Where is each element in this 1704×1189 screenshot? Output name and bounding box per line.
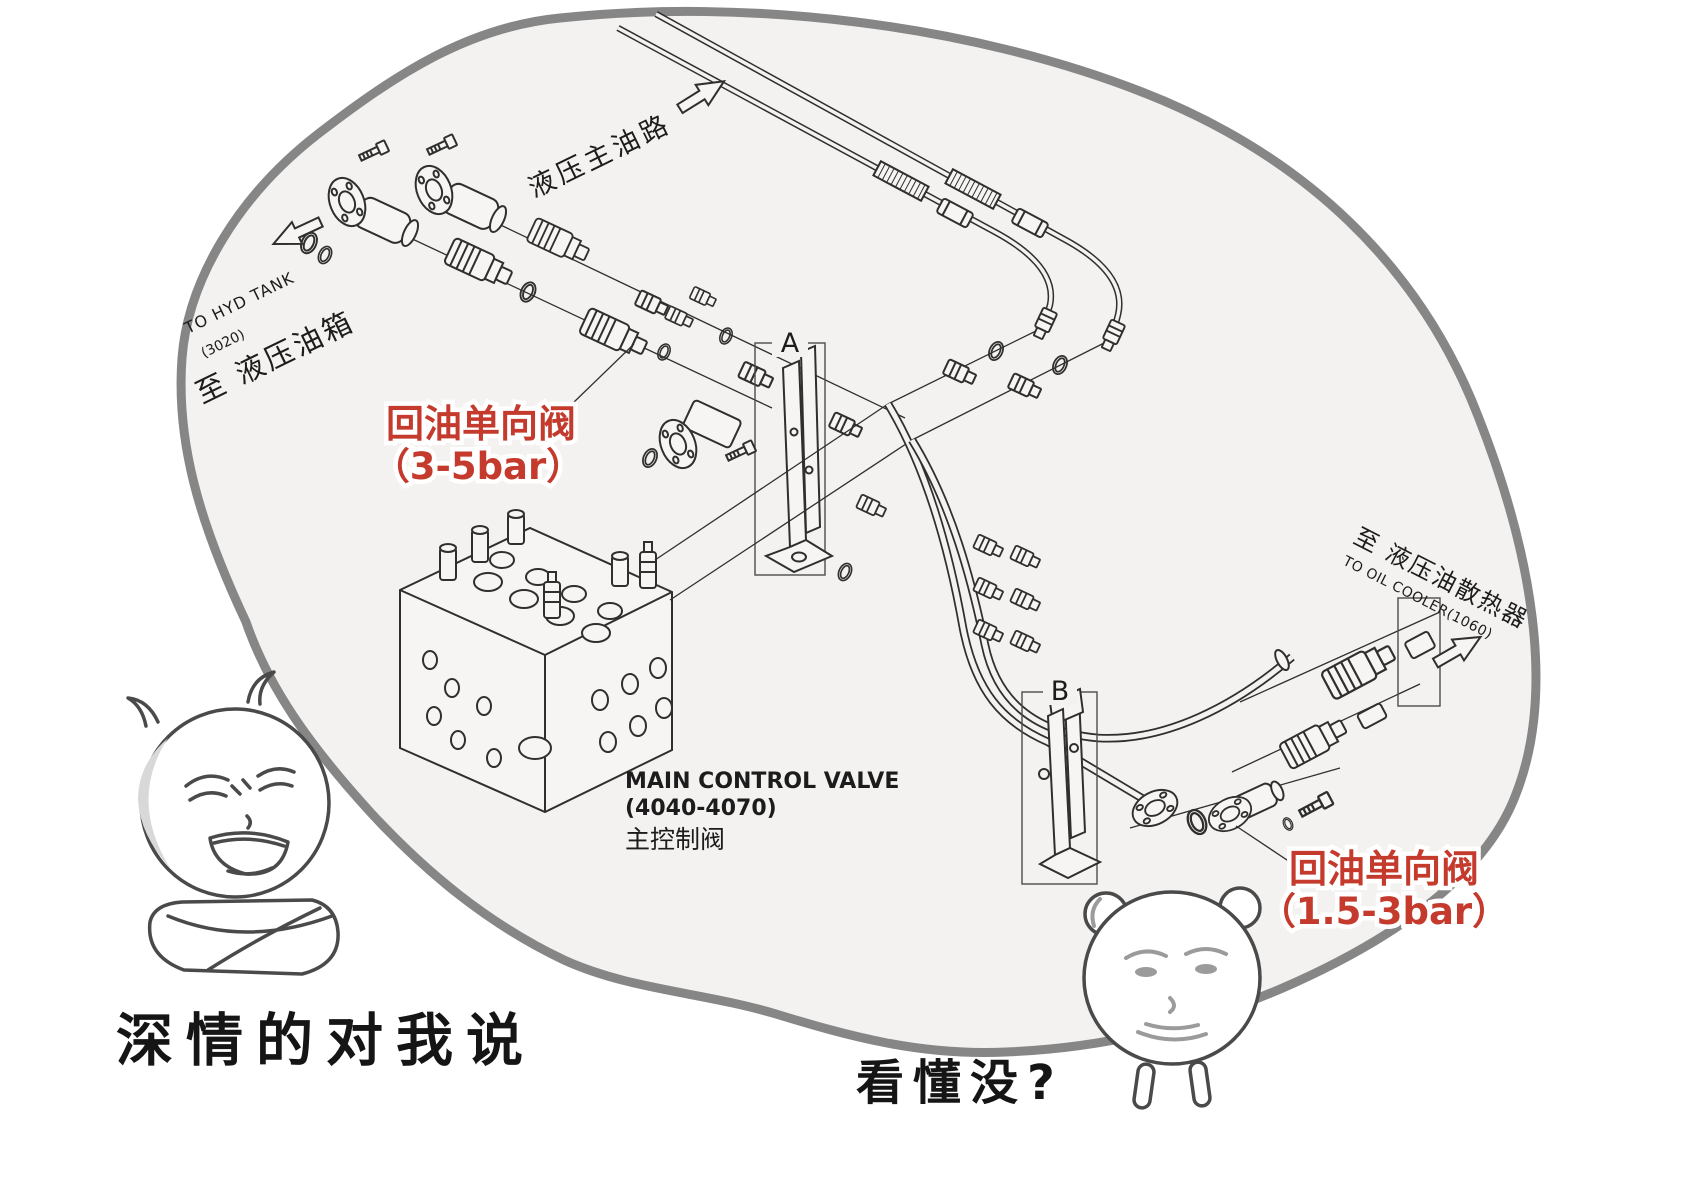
relief-valve (543, 571, 561, 619)
tank-flange-assembly (296, 133, 508, 267)
label-mcv-en: MAIN CONTROL VALVE (625, 769, 899, 794)
antenna-hair-icon (126, 696, 160, 728)
meme-face-smug (126, 670, 340, 976)
meme-head (1082, 890, 1262, 1066)
label-mcv-code: (4040-4070) (625, 796, 777, 821)
crossed-arms (147, 898, 340, 976)
bracket-a-label: A (781, 328, 800, 359)
callout-check-valve-upper-pressure: （3-5bar） (373, 445, 584, 488)
callout-leader-lower (1235, 825, 1297, 867)
callout-leader-upper (571, 343, 635, 405)
panda-arm (1132, 1062, 1156, 1110)
label-mcv-cn: 主控制阀 (625, 825, 725, 854)
antenna-hair-icon (246, 670, 276, 706)
return-pipes (884, 401, 1295, 804)
parts-group-box (1397, 597, 1441, 707)
pipe-collar (1274, 649, 1290, 671)
cooler-coupler-group (1277, 597, 1441, 771)
valve-outlet-flange (639, 399, 758, 475)
check-valve-assembly-lower (1125, 780, 1335, 839)
caption-left: 深情的对我说 (116, 1008, 536, 1074)
callout-check-valve-lower-name: 回油单向阀 (1289, 847, 1479, 891)
assembly-axis-line (354, 211, 773, 409)
caption-right: 看懂没? (856, 1055, 1064, 1111)
bracket-a-group: A (754, 328, 835, 576)
panda-arm (1188, 1060, 1212, 1108)
main-control-valve-block (399, 403, 913, 814)
bracket-b-label: B (1051, 676, 1070, 707)
callout-check-valve-lower-pressure: （1.5-3bar） (1259, 890, 1509, 933)
meme-face-panda (1082, 886, 1262, 1110)
assembly-axis-line (1239, 611, 1441, 703)
bracket-b-group: B (1021, 676, 1103, 885)
callout-check-valve-upper-name: 回油单向阀 (386, 402, 576, 446)
valve-caps (439, 509, 629, 587)
relief-valve (639, 541, 657, 589)
main-hydraulic-hoses (616, 11, 1127, 402)
